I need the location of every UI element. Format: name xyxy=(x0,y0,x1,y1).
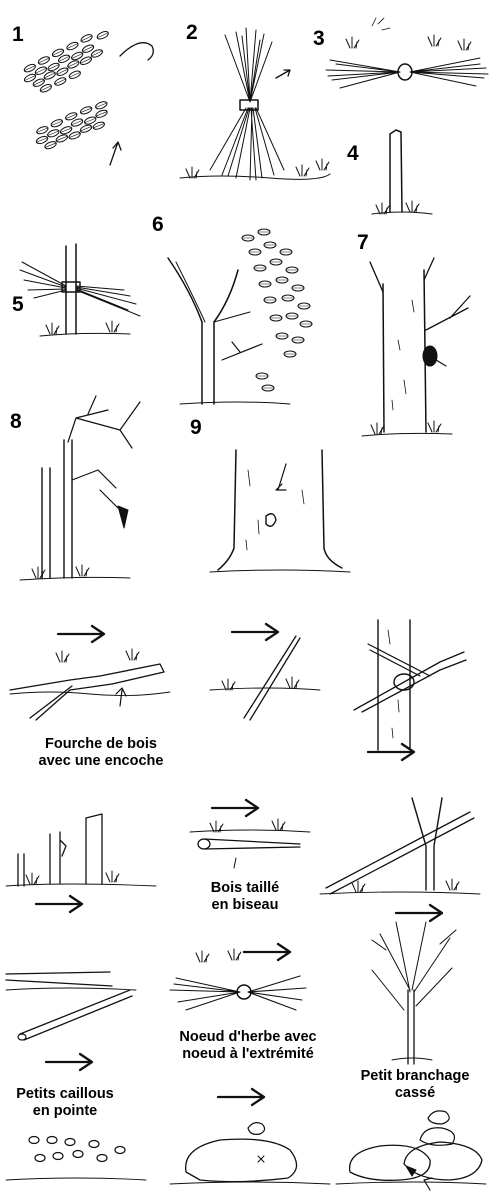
stick-around-trunk-illustration xyxy=(354,620,466,750)
angled-stick-illustration xyxy=(210,636,320,720)
right-arrow-icon xyxy=(218,1089,264,1105)
grass-knot-illustration xyxy=(170,949,306,1010)
tree-with-branch-illustration xyxy=(168,229,312,404)
forked-post-illustration xyxy=(320,798,480,894)
stake-illustration xyxy=(372,130,432,214)
right-arrow-icon xyxy=(36,896,82,912)
cut-branch-illustration xyxy=(20,396,140,580)
beveled-log-illustration xyxy=(190,819,310,868)
forked-stick-illustration xyxy=(10,649,170,720)
rock-with-stone-illustration xyxy=(170,1123,330,1184)
right-arrow-icon xyxy=(46,1054,92,1070)
right-arrow-icon xyxy=(396,905,442,921)
pebbles-illustration xyxy=(6,1137,146,1181)
right-arrow-icon xyxy=(212,800,258,816)
blaze-mark-illustration xyxy=(210,450,350,572)
arrow-layer xyxy=(36,624,442,1105)
right-arrow-icon xyxy=(244,944,290,960)
right-arrow-icon xyxy=(368,744,414,760)
tree-with-notch-illustration xyxy=(362,258,470,436)
arrow-sticks-illustration xyxy=(6,972,136,1040)
small-tree-illustration xyxy=(372,922,456,1064)
grass-knot-horizontal-illustration xyxy=(326,18,488,88)
leaf-pile-illustration xyxy=(18,26,153,165)
grass-bundle-illustration xyxy=(180,28,330,180)
right-arrow-icon xyxy=(58,626,104,642)
right-arrow-icon xyxy=(232,624,278,640)
stacked-rocks-illustration xyxy=(336,1111,486,1190)
stake-with-grass-illustration xyxy=(20,244,140,336)
stakes-illustration xyxy=(6,814,156,886)
